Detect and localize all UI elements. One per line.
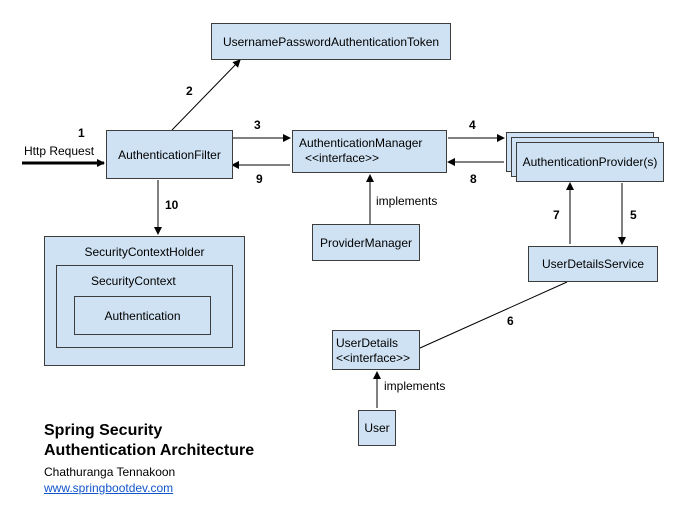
authentication-provider-box: AuthenticationProvider(s) xyxy=(516,142,664,182)
user-details-interface-label: <<interface>> xyxy=(336,351,411,365)
step-9-label: 9 xyxy=(256,172,263,186)
provider-manager-box: ProviderManager xyxy=(312,224,420,261)
user-details-box: UserDetails <<interface>> xyxy=(332,330,420,370)
implements-label-user-details: implements xyxy=(384,379,446,393)
authentication-label: Authentication xyxy=(104,308,181,323)
diagram-title: Spring Security Authentication Architect… xyxy=(44,421,254,461)
authentication-manager-box: AuthenticationManager <<interface>> xyxy=(292,130,447,173)
user-box: User xyxy=(358,410,396,446)
user-details-label: UserDetails xyxy=(336,336,399,350)
step-7-label: 7 xyxy=(553,208,560,222)
username-password-token-box: UsernamePasswordAuthenticationToken xyxy=(211,23,451,60)
filter-label: AuthenticationFilter xyxy=(118,147,221,162)
http-request-label: Http Request xyxy=(24,144,95,158)
manager-interface-label: <<interface>> xyxy=(305,151,380,165)
title-line-1: Spring Security xyxy=(44,422,163,439)
provider-label: AuthenticationProvider(s) xyxy=(522,155,658,169)
website-link[interactable]: www.springbootdev.com xyxy=(44,481,174,495)
step-3-label: 3 xyxy=(254,118,261,132)
authentication-filter-box: AuthenticationFilter xyxy=(106,130,233,179)
step-4-label: 4 xyxy=(469,118,476,132)
user-details-service-box: UserDetailsService xyxy=(528,246,658,282)
step-10-label: 10 xyxy=(165,198,179,212)
provider-manager-label: ProviderManager xyxy=(319,235,413,250)
title-line-2: Authentication Architecture xyxy=(44,442,255,459)
step-1-label: 1 xyxy=(78,126,85,140)
token-label: UsernamePasswordAuthenticationToken xyxy=(222,34,440,49)
user-label: User xyxy=(364,421,390,435)
arrow-step-2 xyxy=(171,59,241,131)
authentication-box: Authentication xyxy=(74,296,211,335)
context-label: SecurityContext xyxy=(91,274,176,288)
step-5-label: 5 xyxy=(630,208,637,222)
user-details-service-label: UserDetailsService xyxy=(541,257,645,271)
manager-label: AuthenticationManager xyxy=(299,136,423,150)
step-6-label: 6 xyxy=(507,314,514,328)
implements-label-manager: implements xyxy=(376,194,438,208)
step-8-label: 8 xyxy=(470,172,477,186)
line-step-6 xyxy=(419,281,568,349)
step-2-label: 2 xyxy=(186,84,193,98)
context-holder-label: SecurityContextHolder xyxy=(84,245,205,259)
author-name: Chathuranga Tennakoon xyxy=(44,465,176,479)
